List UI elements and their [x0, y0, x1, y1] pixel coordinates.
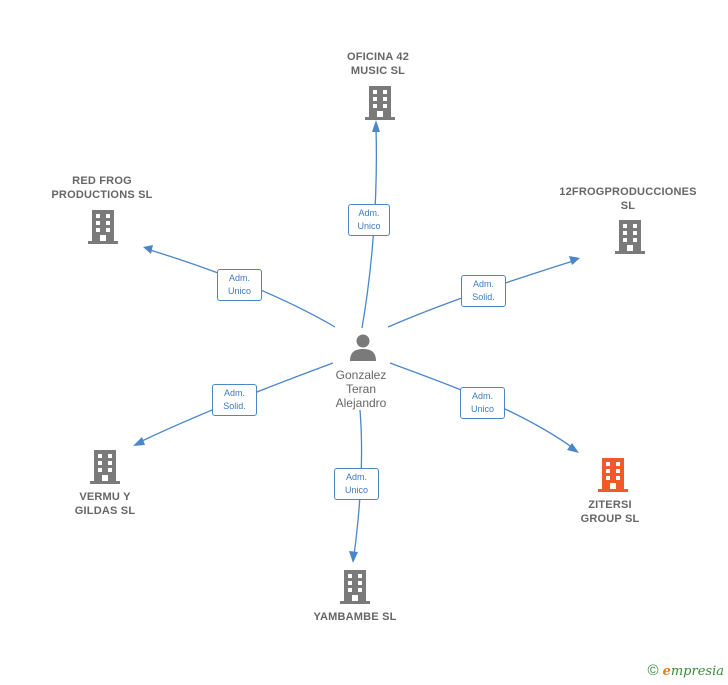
person-icon[interactable] [349, 333, 377, 361]
company-name-oficina[interactable]: OFICINA 42 MUSIC SL [346, 51, 410, 77]
arrow-12frog [569, 256, 580, 265]
arrow-yambambe [349, 551, 358, 563]
company-name-redfrog[interactable]: RED FROG PRODUCTIONS SL [51, 175, 153, 201]
building-icon[interactable] [88, 210, 118, 244]
arrow-oficina [372, 120, 380, 132]
edge-label-redfrog: Adm. Unico [217, 269, 262, 301]
company-name-yambambe[interactable]: YAMBAMBE SL [313, 611, 397, 623]
brand-logo[interactable]: empresia [662, 663, 724, 679]
building-icon[interactable] [90, 450, 120, 484]
footer-brand: © empresia [648, 662, 724, 679]
edge-label-vermu: Adm. Solid. [212, 384, 257, 416]
edge-label-oficina: Adm. Unico [348, 204, 390, 236]
arrow-vermu [133, 437, 145, 446]
building-icon[interactable] [340, 570, 370, 604]
building-icon[interactable] [365, 86, 395, 120]
arrow-redfrog [143, 245, 153, 254]
edge-label-zitersi: Adm. Unico [460, 387, 505, 419]
edge-label-12frog: Adm. Solid. [461, 275, 506, 307]
company-name-zitersi[interactable]: ZITERSI GROUP SL [580, 499, 640, 525]
edge-label-yambambe: Adm. Unico [334, 468, 379, 500]
copyright-icon: © [647, 662, 659, 679]
building-icon[interactable] [615, 220, 645, 254]
arrow-zitersi [567, 443, 579, 453]
company-name-vermu[interactable]: VERMU Y GILDAS SL [74, 491, 136, 517]
person-name[interactable]: Gonzalez Teran Alejandro [335, 368, 387, 410]
building-icon-highlight[interactable] [598, 458, 628, 492]
company-name-12frog[interactable]: 12FROGPRODUCCIONES SL [559, 186, 697, 212]
